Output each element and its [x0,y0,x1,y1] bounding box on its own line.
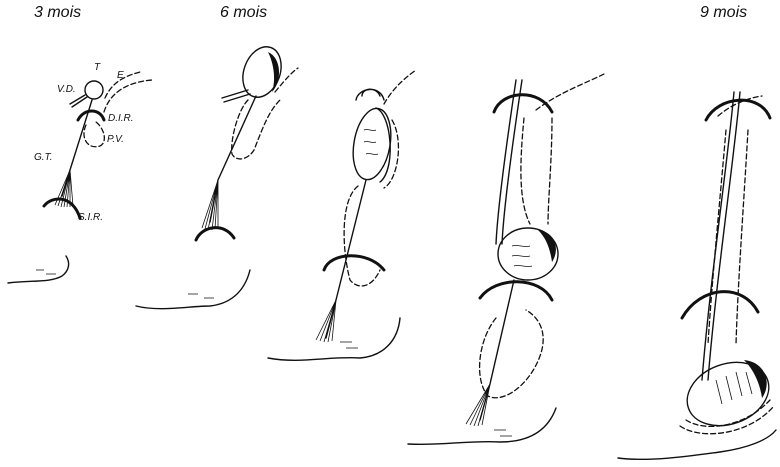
scrotum-outline-5 [618,430,776,459]
tubules-4 [512,245,532,266]
processus-vaginalis-1 [84,122,104,147]
gubernaculum-fan-3 [316,300,336,342]
figure-stage-2 [136,41,298,308]
vas-deferens-2 [222,90,250,102]
processus-vaginalis-3 [344,186,380,286]
figure-stage-5 [618,92,778,459]
epididymis-dash-1 [105,72,140,98]
scrotum-outline-2 [136,270,250,309]
peritoneum-dash-1a [104,80,152,112]
testis-2 [236,41,288,102]
superficial-ring-arc-3 [324,256,384,270]
tubules-3 [364,129,378,154]
vas-deferens-1 [70,95,87,107]
epididymis-head-4 [538,230,556,262]
figure-stage-3 [268,70,416,360]
processus-vaginalis-4a [521,118,552,224]
testis-circle-1 [85,81,103,99]
deep-ring-arc-1 [78,111,104,120]
epididymis-head-2 [268,52,279,92]
testis-3 [348,105,396,182]
figure-stage-4 [408,74,604,444]
scrotum-marks-1 [36,270,56,274]
vas-deferens-3 [356,89,384,100]
tubules-5 [716,372,752,404]
scrotum-marks-4 [494,430,512,436]
deep-ring-arc-4 [494,95,552,112]
scrotum-outline-1 [8,256,69,283]
processus-vaginalis-2 [232,100,280,159]
scrotum-marks-3 [340,342,358,348]
gubernaculum-fan-4 [466,384,490,426]
peritoneum-dash-3a [384,70,416,104]
superficial-ring-arc-2 [196,228,234,240]
superficial-ring-arc-4 [480,282,552,300]
gubernaculum-4 [480,280,514,420]
vas-deferens-5 [702,92,740,380]
superficial-ring-arc-5 [682,292,758,318]
figure-stage-1 [8,72,152,283]
scrotum-marks-2 [188,294,214,298]
epididymis-head-5 [744,360,767,398]
